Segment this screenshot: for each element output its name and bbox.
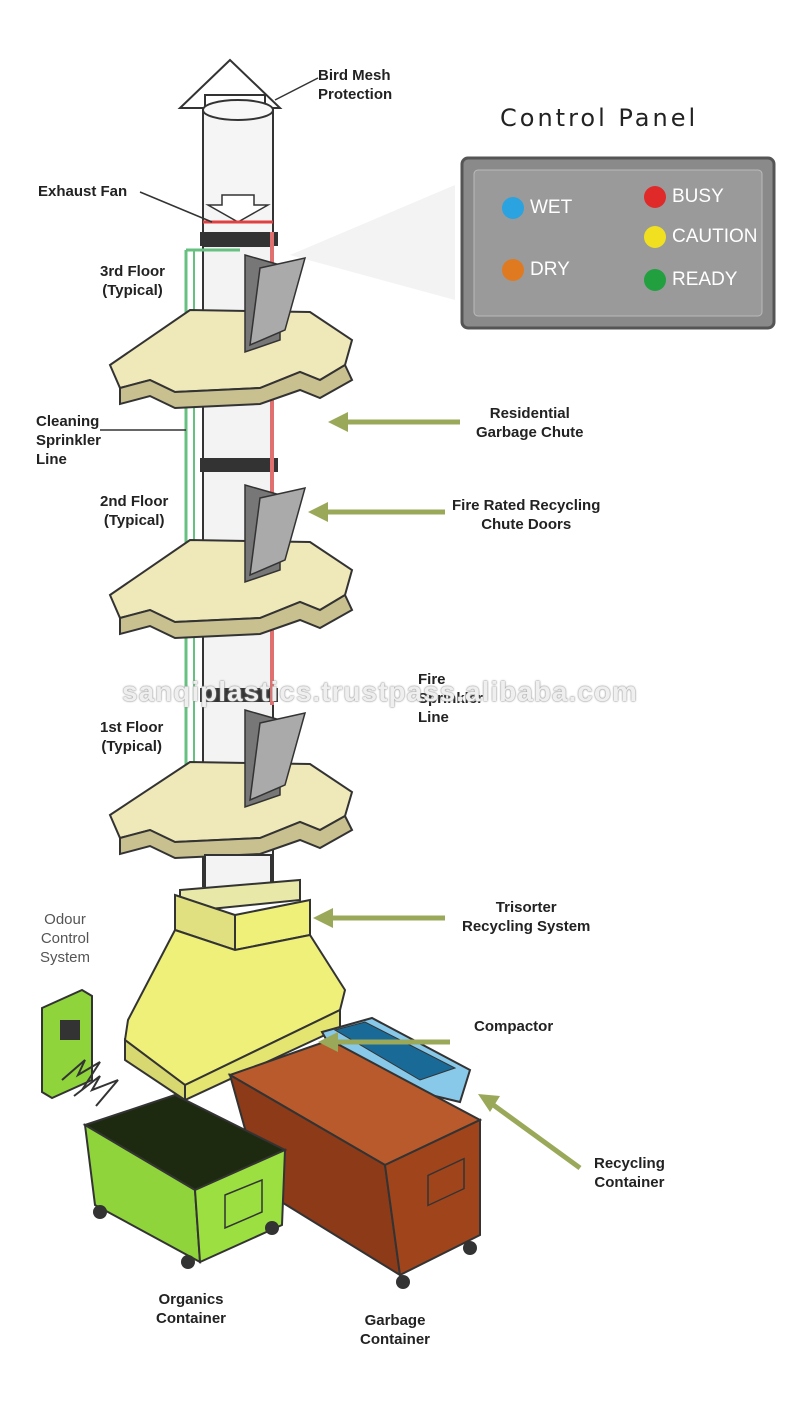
arrow-residential-chute (328, 412, 460, 432)
label-floor-3: 3rd Floor (Typical) (100, 263, 166, 299)
arrow-trisorter (313, 908, 445, 928)
label-floor-1: 1st Floor (Typical) (100, 719, 164, 755)
label-recycling-container: Recycling Container (594, 1155, 665, 1191)
organics-container (82, 1093, 288, 1269)
bird-mesh-leader (274, 77, 319, 101)
panel-callout-beam (290, 185, 455, 300)
status-caution-label: CAUTION (672, 226, 758, 247)
exhaust-fan-leader (139, 191, 213, 223)
label-organics-container: Organics Container (156, 1291, 227, 1327)
chute-door-1 (244, 709, 307, 809)
odour-control-unit (41, 988, 119, 1107)
chute-door-2 (244, 484, 307, 584)
label-fire-sprinkler: Fire Sprinkler Line (418, 671, 484, 726)
label-exhaust-fan: Exhaust Fan (38, 183, 128, 200)
status-dry: DRY (502, 259, 570, 281)
trisorter-hopper (123, 854, 347, 1102)
status-ready: READY (644, 269, 737, 291)
label-cleaning-sprinkler: Cleaning Sprinkler Line (36, 413, 102, 468)
status-busy: BUSY (644, 186, 724, 208)
label-fire-doors: Fire Rated Recycling Chute Doors (452, 497, 601, 533)
arrow-compactor (318, 1032, 450, 1052)
dry-indicator-icon (502, 259, 524, 281)
control-panel (460, 156, 776, 330)
ready-indicator-icon (644, 269, 666, 291)
chute-door-3 (244, 254, 307, 354)
label-floor-2: 2nd Floor (Typical) (100, 493, 169, 529)
status-ready-label: READY (672, 269, 738, 290)
label-garbage-container: Garbage Container (360, 1312, 431, 1348)
status-wet-label: WET (530, 197, 573, 218)
status-busy-label: BUSY (672, 186, 724, 207)
label-trisorter: Trisorter Recycling System (462, 899, 591, 935)
floor-slab-1 (108, 760, 354, 860)
chute-pipe-top (200, 99, 278, 246)
watermark-text: sanqiplastics.trustpass.alibaba.com (122, 676, 638, 707)
label-compactor: Compactor (474, 1018, 554, 1035)
label-bird-mesh: Bird Mesh Protection (318, 67, 393, 103)
status-wet: WET (502, 197, 572, 219)
compactor-unit (320, 1016, 472, 1104)
floor-slab-3 (108, 308, 354, 410)
label-residential-chute: Residential Garbage Chute (476, 405, 584, 441)
label-odour-control: Odour Control System (40, 911, 91, 966)
wet-indicator-icon (502, 197, 524, 219)
garbage-container (227, 1038, 483, 1289)
arrow-fire-doors (308, 502, 445, 522)
busy-indicator-icon (644, 186, 666, 208)
floor-slab-2 (108, 538, 354, 640)
status-caution: CAUTION (644, 226, 758, 248)
control-panel-title: Control Panel (500, 104, 699, 132)
arrow-recycling-container (478, 1094, 582, 1171)
status-dry-label: DRY (530, 259, 570, 280)
caution-indicator-icon (644, 226, 666, 248)
